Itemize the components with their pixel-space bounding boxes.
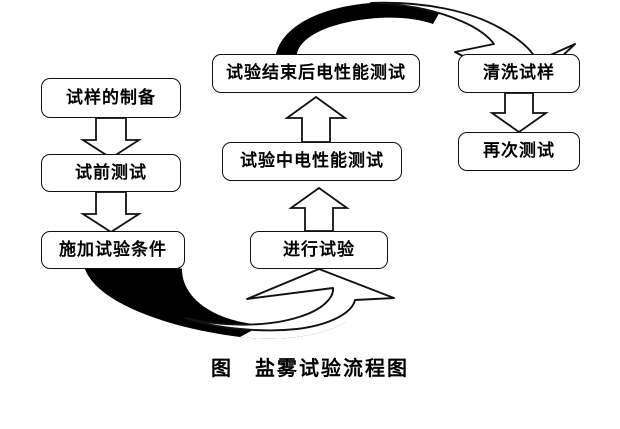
figure-caption-prefix: 图	[211, 356, 233, 380]
arrow-condition-to-runtest	[85, 268, 395, 339]
node-in-test-electrical[interactable]: 试验中电性能测试	[222, 142, 402, 181]
arrow-pretest-to-condition	[79, 191, 143, 234]
node-apply-test-condition[interactable]: 施加试验条件	[41, 231, 185, 269]
arrow-sample-to-pretest	[79, 117, 143, 160]
node-label-sample-preparation: 试样的制备	[66, 87, 156, 108]
figure-caption-title: 盐雾试验流程图	[255, 356, 409, 380]
arrow-clean-to-retest	[489, 92, 549, 134]
node-label-in-test-electrical: 试验中电性能测试	[240, 151, 384, 171]
node-sample-preparation[interactable]: 试样的制备	[41, 78, 181, 118]
node-label-run-test: 进行试验	[283, 239, 355, 260]
node-label-retest: 再次测试	[483, 141, 555, 161]
node-label-pre-test: 试前测试	[75, 162, 147, 183]
node-label-apply-test-condition: 施加试验条件	[59, 239, 167, 260]
node-pre-test[interactable]: 试前测试	[41, 154, 181, 192]
node-retest[interactable]: 再次测试	[458, 132, 580, 171]
node-run-test[interactable]: 进行试验	[250, 231, 388, 269]
arrow-in-test-to-post-test	[284, 95, 348, 143]
figure-caption: 图盐雾试验流程图	[0, 352, 620, 381]
arrow-runtest-to-in-test	[288, 186, 350, 232]
node-label-post-test-electrical: 试验结束后电性能测试	[226, 63, 406, 83]
node-post-test-electrical[interactable]: 试验结束后电性能测试	[212, 54, 420, 93]
node-clean-sample[interactable]: 清洗试样	[458, 54, 580, 93]
node-label-clean-sample: 清洗试样	[483, 63, 555, 83]
